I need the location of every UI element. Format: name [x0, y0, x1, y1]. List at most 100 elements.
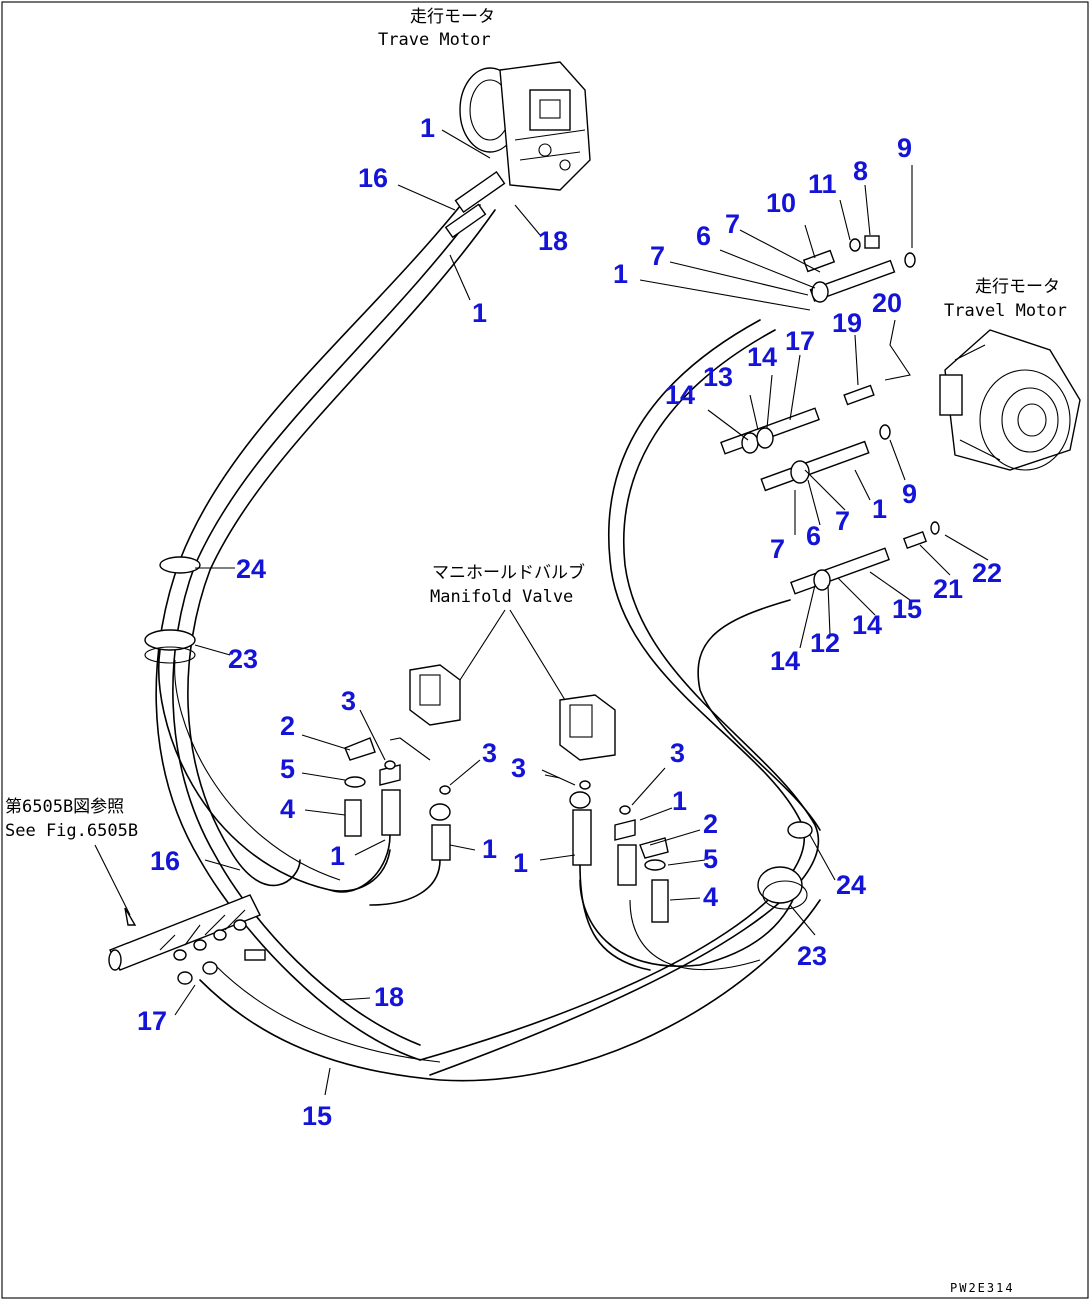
callout-number: 4 — [280, 794, 295, 824]
captions: 走行モータ Trave Motor 走行モータ Travel Motor マニホ… — [5, 7, 1067, 1295]
callout-number: 20 — [872, 288, 902, 318]
hose-end-15 — [790, 547, 890, 595]
washer-5-left — [344, 776, 366, 788]
callout-number: 1 — [513, 848, 528, 878]
callout-number: 21 — [933, 574, 963, 604]
callout-number: 15 — [302, 1101, 332, 1131]
callout-number: 18 — [374, 982, 404, 1012]
callout-number: 17 — [137, 1006, 167, 1036]
callout-number: 14 — [770, 646, 800, 676]
callout-number: 13 — [703, 362, 733, 392]
callout-number: 7 — [835, 506, 850, 536]
hose-end-1-b — [431, 824, 451, 861]
top-motor-caption-jp: 走行モータ — [410, 7, 495, 27]
leader-lines — [174, 129, 989, 1096]
callout-number: 22 — [972, 558, 1002, 588]
callout-number: 1 — [672, 786, 687, 816]
callout-number: 19 — [832, 308, 862, 338]
callout-number: 1 — [482, 834, 497, 864]
callout-number: 16 — [358, 163, 388, 193]
callout-number: 18 — [538, 226, 568, 256]
bolt-4-left — [344, 799, 362, 837]
callout-number: 8 — [853, 156, 868, 186]
oring-3-c — [579, 780, 591, 790]
manifold-block — [94, 844, 266, 985]
right-fittings — [720, 235, 940, 595]
callout-number: 1 — [472, 298, 487, 328]
callout-number: 5 — [703, 844, 718, 874]
callout-number: 1 — [330, 841, 345, 871]
callout-number: 24 — [836, 870, 866, 900]
callout-number: 2 — [280, 711, 295, 741]
callout-numbers: 1 16 18 1 9 8 11 10 7 6 7 1 20 19 17 14 … — [137, 113, 1002, 1131]
see-fig-caption-jp: 第6505B図参照 — [5, 797, 124, 817]
see-fig-caption-en: See Fig.6505B — [5, 821, 138, 841]
lower-hoses — [199, 899, 821, 1082]
callout-number: 23 — [797, 941, 827, 971]
callout-number: 15 — [892, 594, 922, 624]
callout-number: 3 — [341, 686, 356, 716]
callout-number: 12 — [810, 628, 840, 658]
fitting-8 — [864, 235, 880, 249]
oring-9-top — [904, 252, 916, 268]
callout-number: 10 — [766, 188, 796, 218]
fitting-19 — [843, 384, 875, 406]
callout-number: 23 — [228, 644, 258, 674]
callout-number: 6 — [696, 221, 711, 251]
right-travel-motor — [939, 329, 1081, 471]
right-motor-caption-jp: 走行モータ — [975, 277, 1060, 297]
callout-number: 1 — [872, 494, 887, 524]
left-hose-bundle — [155, 199, 496, 1061]
oring-22 — [930, 521, 940, 535]
top-motor-caption-en: Trave Motor — [378, 30, 491, 50]
fitting-10 — [802, 249, 836, 273]
callout-number: 4 — [703, 882, 718, 912]
clamp-24-left — [159, 556, 201, 574]
clamp-23-right — [757, 866, 803, 904]
clamps — [144, 556, 813, 910]
manifold-valves — [409, 609, 616, 761]
callout-number: 14 — [747, 342, 777, 372]
oring-3-b — [439, 785, 451, 795]
bolt-4-right — [651, 879, 669, 923]
hose-end-1-d — [617, 844, 637, 886]
fitting-21 — [902, 530, 928, 550]
middle-parts — [329, 737, 669, 971]
callout-number: 17 — [785, 326, 815, 356]
callout-number: 5 — [280, 754, 295, 784]
callout-number: 3 — [482, 738, 497, 768]
clamp-plate-2-right — [639, 837, 669, 859]
right-hose-bundle — [419, 319, 821, 1076]
callout-number: 9 — [897, 133, 912, 163]
callout-number: 11 — [808, 169, 837, 199]
washer-5-right — [644, 859, 666, 871]
hose-end-1-c — [572, 809, 592, 866]
callout-number: 3 — [511, 753, 526, 783]
manifold-caption-jp: マニホールドバルブ — [432, 562, 585, 583]
hose-end-1-a — [381, 789, 401, 836]
drawing-code: PW2E314 — [950, 1281, 1015, 1295]
callout-number: 9 — [902, 479, 917, 509]
oring-9-mid — [879, 424, 891, 440]
callout-number: 1 — [613, 259, 628, 289]
callout-number: 16 — [150, 846, 180, 876]
manifold-caption-en: Manifold Valve — [430, 587, 573, 607]
top-fittings — [444, 170, 506, 239]
oring-3-d — [619, 805, 631, 815]
oring-3-a — [384, 760, 396, 770]
callout-number: 7 — [650, 241, 665, 271]
callout-number: 7 — [770, 534, 785, 564]
callout-number: 7 — [725, 209, 740, 239]
top-travel-motor — [459, 61, 591, 191]
right-motor-caption-en: Travel Motor — [944, 301, 1067, 321]
callout-number: 14 — [852, 610, 882, 640]
callout-number: 2 — [703, 809, 718, 839]
clamp-23-left — [144, 629, 196, 651]
callout-number: 14 — [665, 380, 695, 410]
clamp-plate-2-left — [344, 737, 376, 761]
clamp-24-right — [787, 821, 813, 839]
callout-number: 3 — [670, 738, 685, 768]
